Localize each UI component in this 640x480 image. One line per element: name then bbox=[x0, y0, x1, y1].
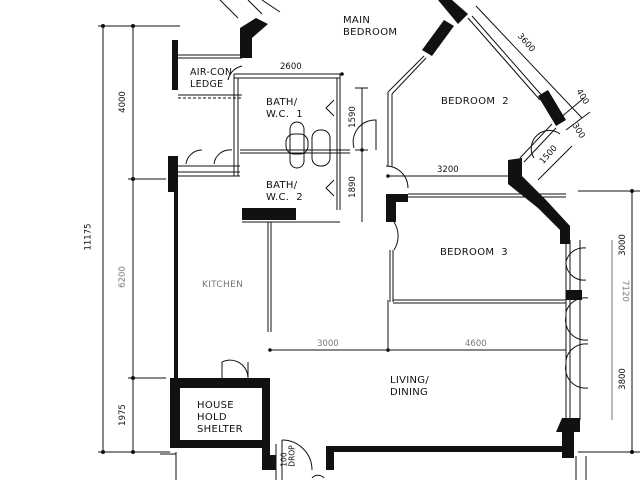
room-label-bath-wc-1: BATH/ W.C. 1 bbox=[266, 97, 303, 120]
room-label-main-bedroom: MAIN BEDROOM bbox=[343, 15, 398, 38]
dim-left-top: 4000 bbox=[117, 91, 128, 113]
dim-left-bottom: 1975 bbox=[117, 404, 128, 426]
dim-right-top: 3000 bbox=[617, 234, 628, 256]
room-label-refuse-chute: 100 DROP bbox=[279, 445, 297, 467]
dim-bedroom3-width: 3200 bbox=[437, 165, 459, 175]
dim-left-middle: 6200 bbox=[117, 266, 128, 288]
dim-top-2600: 2600 bbox=[280, 62, 302, 72]
room-label-kitchen: KITCHEN bbox=[202, 280, 244, 290]
dim-living-width: 4600 bbox=[465, 339, 487, 349]
room-label-bath-wc-2: BATH/ W.C. 2 bbox=[266, 180, 303, 203]
dim-left-total: 11175 bbox=[83, 223, 94, 251]
room-label-bedroom-2: BEDROOM 2 bbox=[441, 96, 509, 107]
room-label-bedroom-3: BEDROOM 3 bbox=[440, 247, 508, 258]
room-label-aircon-ledge: AIR-CON LEDGE bbox=[190, 67, 233, 90]
room-label-living-dining: LIVING/ DINING bbox=[390, 375, 430, 398]
dim-right-bottom: 3800 bbox=[617, 368, 628, 390]
dim-bath2-height: 1890 bbox=[347, 176, 358, 198]
room-label-household-shelter: HOUSE HOLD SHELTER bbox=[197, 400, 243, 435]
dim-right-total: 7120 bbox=[619, 280, 630, 302]
dim-kitchen-width: 3000 bbox=[317, 339, 339, 349]
dim-bath1-height: 1590 bbox=[347, 106, 358, 128]
